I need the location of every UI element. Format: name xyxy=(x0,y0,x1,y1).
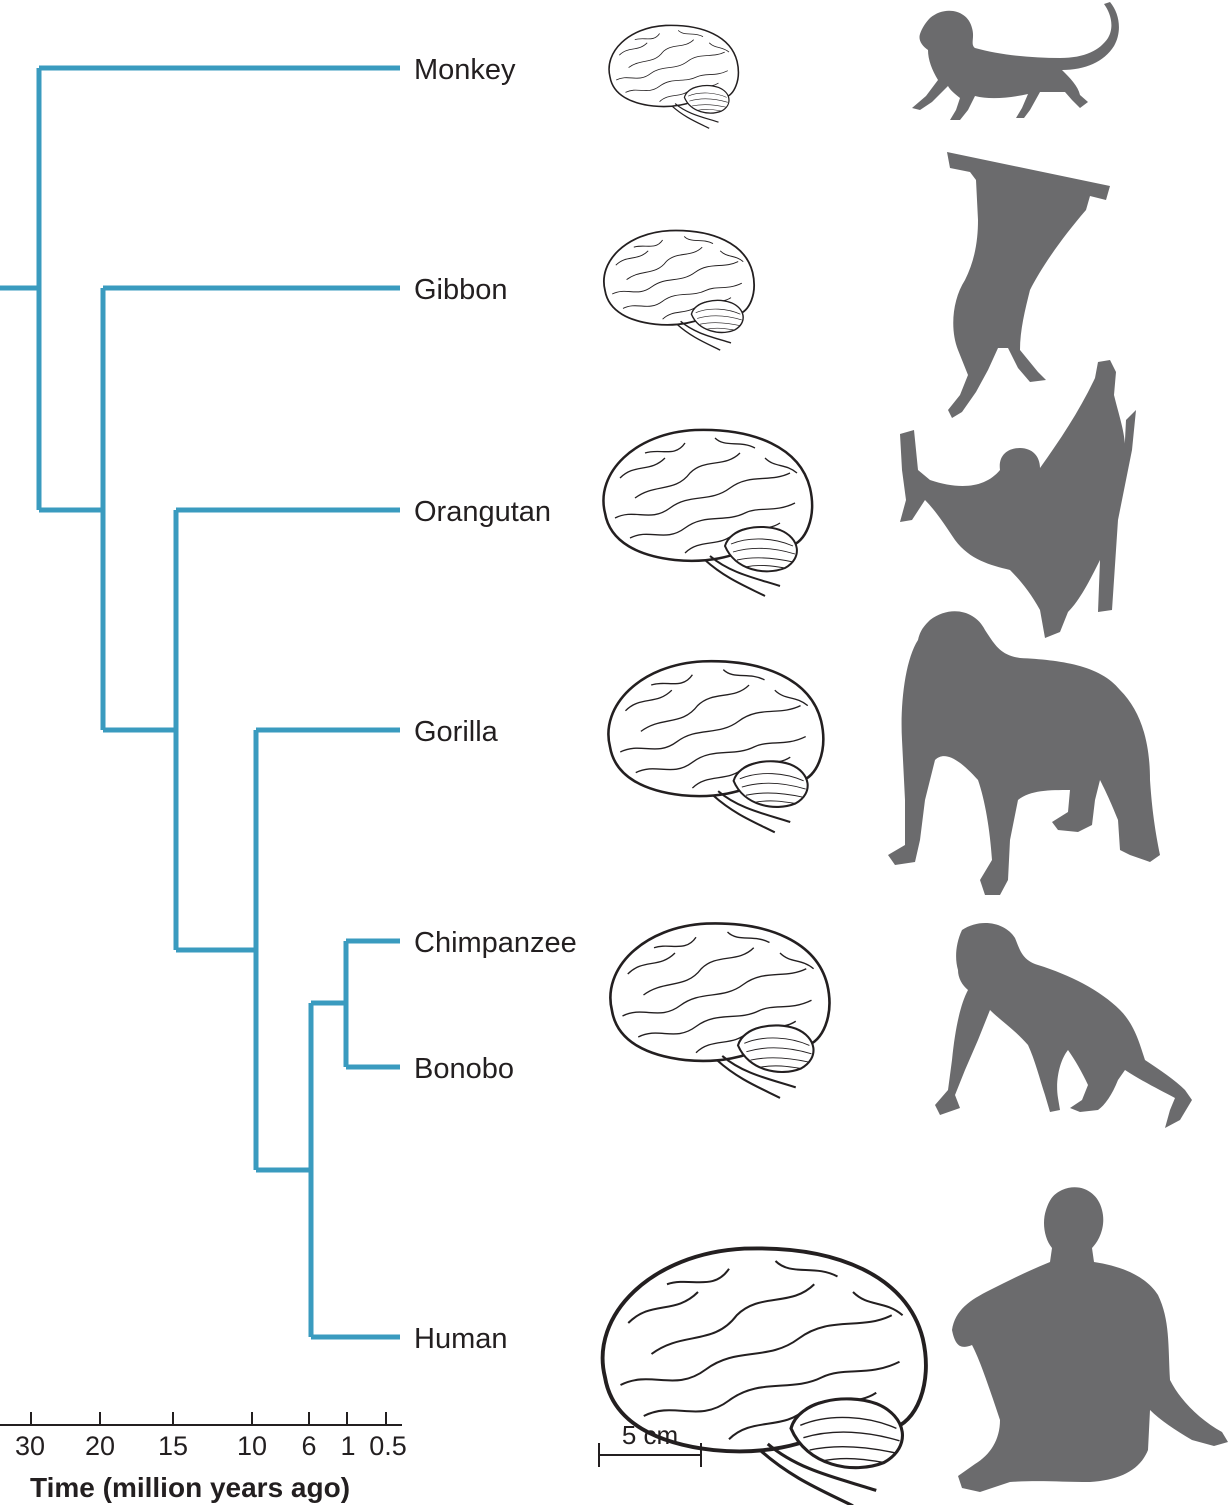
monkey-brain xyxy=(609,25,738,128)
label-gibbon: Gibbon xyxy=(414,274,508,306)
tick-label: 10 xyxy=(237,1431,267,1461)
phylogenetic-tree xyxy=(0,68,400,1337)
tick-label: 0.5 xyxy=(369,1431,407,1461)
gibbon-silhouette xyxy=(947,152,1110,418)
tick-label: 6 xyxy=(301,1431,316,1461)
brain-column xyxy=(603,25,926,1505)
gorilla-silhouette xyxy=(888,611,1160,895)
tick-label: 30 xyxy=(15,1431,45,1461)
orangutan-brain xyxy=(603,430,812,596)
gorilla-brain xyxy=(608,661,823,832)
tick-label: 15 xyxy=(158,1431,188,1461)
label-monkey: Monkey xyxy=(414,54,516,86)
label-orangutan: Orangutan xyxy=(414,496,551,528)
monkey-silhouette xyxy=(912,2,1119,120)
human-brain xyxy=(603,1248,926,1505)
orangutan-silhouette xyxy=(900,360,1136,638)
label-bonobo: Bonobo xyxy=(414,1053,514,1085)
human-silhouette xyxy=(952,1187,1228,1492)
label-human: Human xyxy=(414,1323,508,1355)
tick-label: 1 xyxy=(340,1431,355,1461)
label-chimpanzee: Chimpanzee xyxy=(414,927,577,959)
time-axis-ticks xyxy=(31,1412,386,1425)
chimpanzee-silhouette xyxy=(935,923,1192,1128)
time-axis-title: Time (million years ago) xyxy=(30,1472,350,1503)
gibbon-brain xyxy=(604,231,754,351)
silhouette-column xyxy=(888,2,1228,1492)
label-gorilla: Gorilla xyxy=(414,716,499,748)
taxon-labels: Monkey Gibbon Orangutan Gorilla Chimpanz… xyxy=(414,54,577,1355)
tick-label: 20 xyxy=(85,1431,115,1461)
chimpanzee-brain xyxy=(610,923,829,1097)
time-axis: 30 20 15 10 6 1 0.5 Time (million years … xyxy=(0,1412,407,1503)
scale-bar-label: 5 cm xyxy=(622,1420,678,1450)
